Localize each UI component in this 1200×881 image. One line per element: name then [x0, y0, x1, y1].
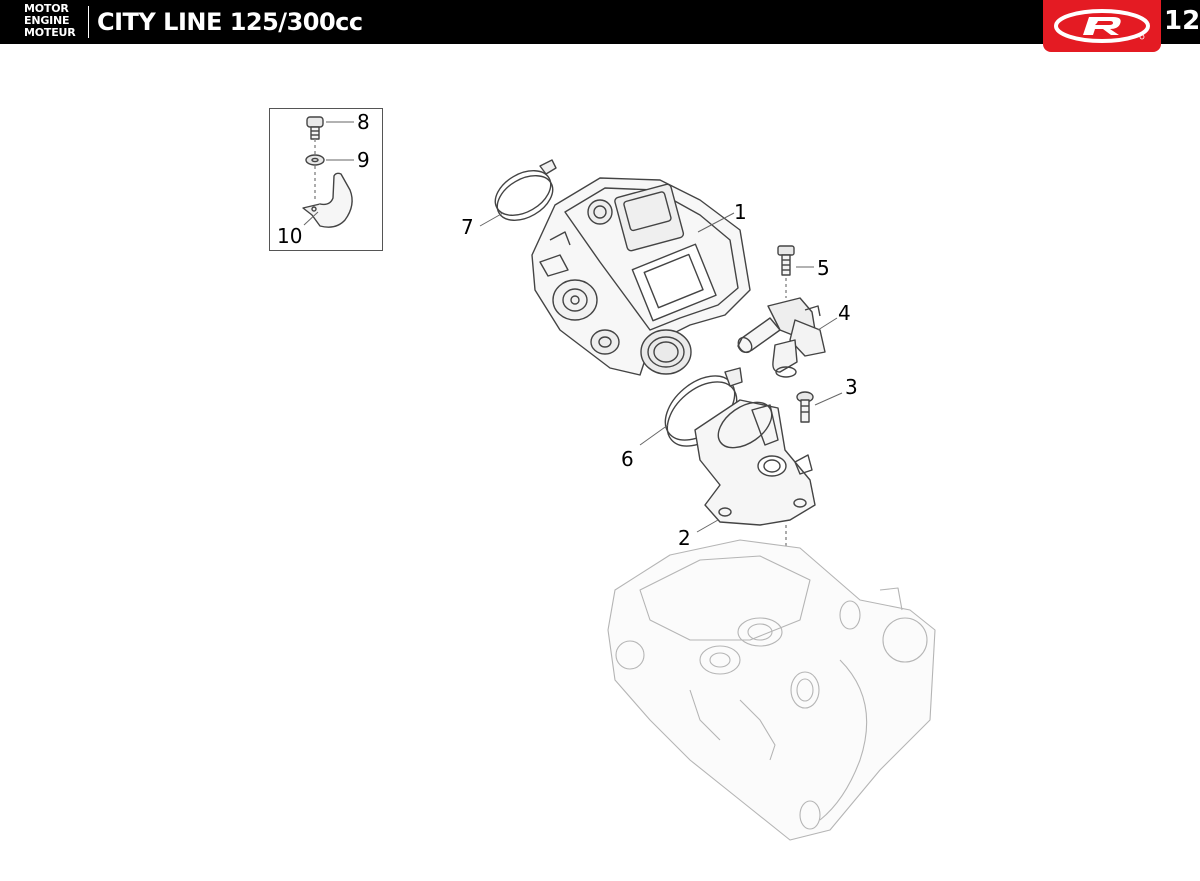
callout-9: 9 [357, 148, 370, 172]
callout-7: 7 [461, 215, 474, 239]
callout-6: 6 [621, 447, 634, 471]
section-label: MOTOR ENGINE MOTEUR [24, 3, 84, 39]
callout-8: 8 [357, 110, 370, 134]
bolt-part-icon [777, 245, 795, 276]
callout-1: 1 [734, 200, 747, 224]
section-label-line-1: MOTOR [24, 2, 69, 15]
callout-5: 5 [817, 256, 830, 280]
page-number: 12 [1164, 6, 1200, 36]
section-label-line-2: ENGINE [24, 14, 70, 27]
header-divider [88, 6, 89, 38]
callout-3: 3 [845, 375, 858, 399]
cylinder-head-part-icon [607, 539, 936, 841]
washer-part-icon [305, 154, 325, 166]
fuel-injector-part-icon [737, 297, 826, 378]
rieju-r-logo-icon [1054, 9, 1150, 43]
callout-labels: 1 2 3 4 5 6 7 8 9 10 [277, 110, 858, 550]
callout-2: 2 [678, 526, 691, 550]
bolt-part-icon [306, 116, 324, 140]
hose-clamp-part-icon [494, 159, 557, 221]
callout-10: 10 [277, 224, 302, 248]
throttle-body-part-icon [531, 177, 751, 376]
section-label-line-3: MOTEUR [24, 26, 76, 39]
screw-part-icon [796, 391, 814, 423]
header-bar: MOTOR ENGINE MOTEUR CITY LINE 125/300cc … [0, 0, 1200, 44]
intake-manifold-part-icon [694, 399, 816, 526]
model-title: CITY LINE 125/300cc [97, 8, 363, 36]
callout-4: 4 [838, 301, 851, 325]
bracket-clip-part-icon [302, 172, 353, 228]
inset-detail-box [269, 108, 383, 251]
brand-logo-tab [1043, 0, 1161, 52]
